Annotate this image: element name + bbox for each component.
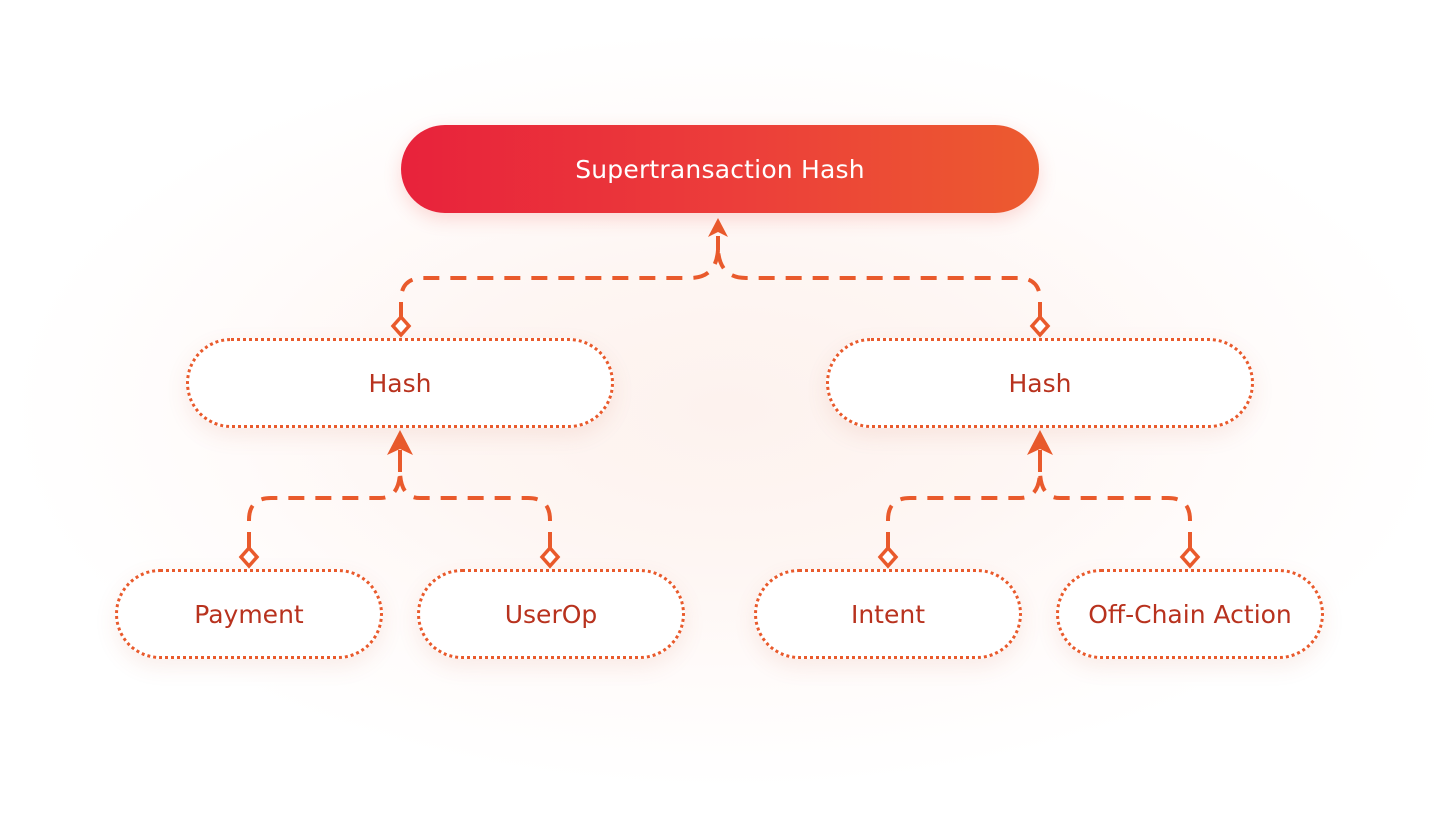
connector-userop: [398, 469, 552, 548]
leaf-node-off-chain-action-label: Off-Chain Action: [1088, 599, 1292, 629]
diamond-offchain-icon: [1179, 545, 1201, 569]
leaf-node-intent: Intent: [754, 569, 1022, 659]
connector-offchain: [1038, 469, 1192, 548]
leaf-node-off-chain-action: Off-Chain Action: [1056, 569, 1324, 659]
leaf-node-intent-label: Intent: [850, 599, 926, 629]
leaf-node-userop-label: UserOp: [504, 599, 598, 629]
connector-root-right: [716, 249, 1042, 318]
leaf-node-payment-label: Payment: [194, 599, 304, 629]
diamond-left-hash-icon: [390, 314, 412, 338]
hash-node-left-label: Hash: [368, 368, 432, 398]
connector-payment: [247, 469, 402, 548]
leaf-node-payment: Payment: [115, 569, 383, 659]
leaf-node-userop: UserOp: [417, 569, 685, 659]
hash-node-right-label: Hash: [1008, 368, 1072, 398]
connector-root-left: [399, 249, 720, 318]
arrowhead-root-icon: [708, 218, 728, 237]
diamond-userop-icon: [539, 545, 561, 569]
diamond-right-hash-icon: [1029, 314, 1051, 338]
hash-node-right: Hash: [826, 338, 1254, 428]
connector-intent: [886, 469, 1042, 548]
arrowhead-left-hash-icon: [387, 430, 413, 455]
diamond-intent-icon: [877, 545, 899, 569]
hash-node-left: Hash: [186, 338, 614, 428]
diamond-payment-icon: [238, 545, 260, 569]
root-node-supertransaction-hash: Supertransaction Hash: [401, 125, 1039, 213]
root-node-label: Supertransaction Hash: [575, 154, 865, 184]
arrowhead-right-hash-icon: [1027, 430, 1053, 455]
